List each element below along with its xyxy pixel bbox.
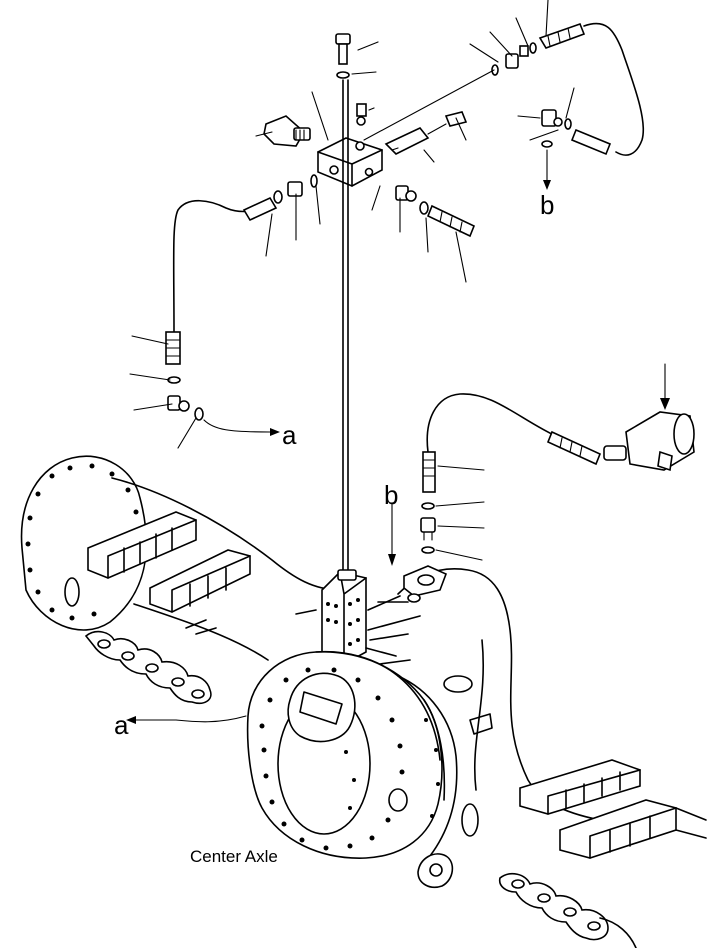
o-ring-b[interactable] bbox=[541, 140, 553, 148]
o-ring-left-1[interactable] bbox=[273, 190, 283, 204]
axle-manifold[interactable] bbox=[321, 569, 421, 665]
center-axle bbox=[20, 455, 707, 948]
top-bolt[interactable] bbox=[335, 33, 351, 65]
ref-label-b-top: b bbox=[540, 190, 554, 220]
hose-right[interactable] bbox=[426, 393, 561, 453]
hose-right-end[interactable] bbox=[546, 430, 602, 466]
fitting-upper-right[interactable] bbox=[505, 45, 529, 69]
hose-left[interactable] bbox=[172, 199, 273, 333]
chain-left bbox=[84, 630, 212, 705]
oval-window-center bbox=[443, 675, 473, 693]
fitting-upper-small[interactable] bbox=[356, 103, 367, 126]
tee-fitting[interactable] bbox=[541, 109, 563, 127]
fitting-left-1[interactable] bbox=[287, 181, 303, 197]
valve-block-assembly bbox=[129, 0, 644, 573]
o-ring-tee[interactable] bbox=[564, 118, 572, 130]
oval-window-left bbox=[64, 577, 80, 607]
o-ring-right-3[interactable] bbox=[421, 546, 435, 554]
ref-label-a-top: a bbox=[282, 420, 297, 450]
center-plate bbox=[287, 672, 356, 743]
adapter-right[interactable] bbox=[422, 451, 436, 493]
solenoid-left[interactable] bbox=[263, 115, 311, 147]
hose-end-right[interactable] bbox=[426, 204, 476, 238]
o-ring-left-2[interactable] bbox=[310, 174, 318, 188]
valve-block[interactable] bbox=[317, 137, 383, 187]
mount-bracket[interactable] bbox=[403, 565, 448, 603]
o-ring-upper-right[interactable] bbox=[491, 64, 499, 76]
fitting-right-2[interactable] bbox=[420, 517, 436, 541]
ref-label-b-mid: b bbox=[384, 480, 398, 510]
rib-block-right bbox=[519, 759, 707, 859]
axle-body[interactable] bbox=[111, 477, 601, 821]
chain-right bbox=[498, 872, 609, 941]
o-ring-upper-right-2[interactable] bbox=[529, 42, 537, 54]
hose-upper-right[interactable] bbox=[538, 22, 644, 156]
o-ring-left-4[interactable] bbox=[194, 407, 204, 421]
elbow-fitting-right[interactable] bbox=[395, 185, 417, 202]
rib-block-left bbox=[87, 511, 251, 635]
ref-label-a-left: a bbox=[114, 710, 129, 740]
o-ring-right[interactable] bbox=[419, 201, 429, 215]
elbow-left[interactable] bbox=[167, 395, 190, 412]
axle-flange-left[interactable] bbox=[20, 455, 148, 631]
right-solenoid-assembly bbox=[388, 363, 695, 566]
solenoid-valve-right[interactable] bbox=[603, 411, 695, 472]
vertical-pipe[interactable] bbox=[342, 79, 349, 573]
washer-top[interactable] bbox=[336, 71, 350, 79]
o-ring-right-2[interactable] bbox=[421, 502, 435, 510]
diagram-caption: Center Axle bbox=[190, 847, 278, 866]
hose-left-end[interactable] bbox=[242, 196, 278, 222]
oval-window-right bbox=[461, 803, 479, 837]
drain-plug[interactable] bbox=[388, 788, 408, 812]
